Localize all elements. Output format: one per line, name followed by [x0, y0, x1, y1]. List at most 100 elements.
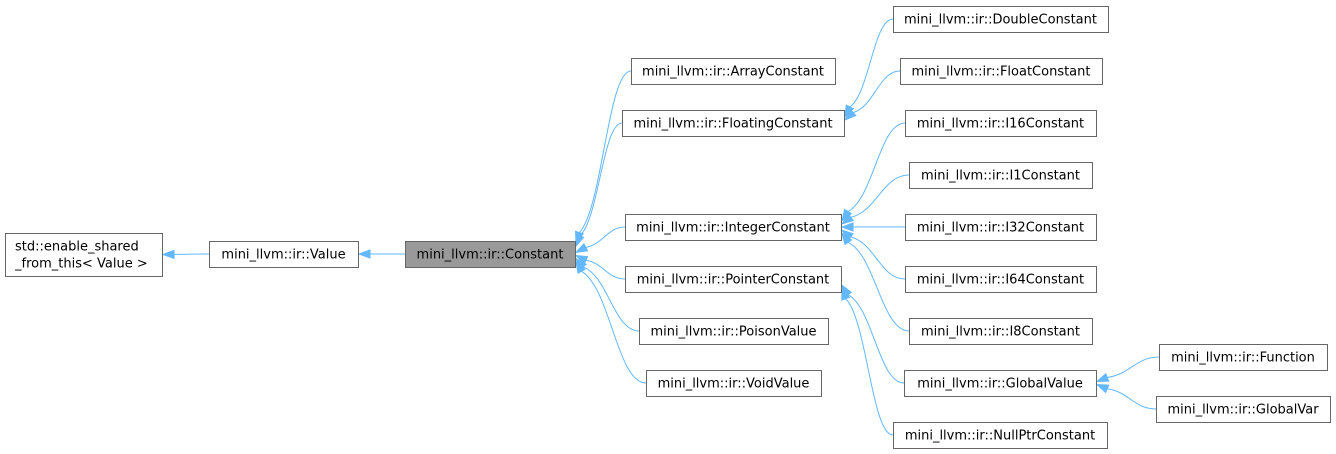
inheritance-edge-constant	[357, 249, 405, 259]
class-node-box	[909, 162, 1093, 189]
class-node-i1-constant[interactable]: mini_llvm::ir::I1Constant	[909, 162, 1093, 189]
arrowhead-icon	[841, 286, 851, 301]
class-node-global-var[interactable]: mini_llvm::ir::GlobalVar	[1156, 396, 1331, 423]
class-node-label: mini_llvm::ir::I1Constant	[921, 169, 1080, 184]
inheritance-edge-global-value	[841, 284, 905, 384]
inheritance-edge-void-value	[575, 260, 647, 384]
inheritance-edge-i8-constant	[841, 232, 910, 332]
class-node-label: _from_this< Value >	[14, 257, 148, 272]
class-node-null-ptr-constant[interactable]: mini_llvm::ir::NullPtrConstant	[893, 422, 1108, 449]
class-node-floating-constant[interactable]: mini_llvm::ir::FloatingConstant	[622, 110, 845, 137]
class-node-label: mini_llvm::ir::Constant	[417, 248, 564, 263]
class-node-label: mini_llvm::ir::Function	[1171, 351, 1315, 366]
class-node-label: mini_llvm::ir::I8Constant	[921, 325, 1080, 340]
inheritance-edge-float-constant	[843, 70, 901, 121]
class-node-value[interactable]: mini_llvm::ir::Value	[209, 241, 359, 268]
arrowhead-icon	[841, 232, 853, 246]
class-node-poison-value[interactable]: mini_llvm::ir::PoisonValue	[639, 318, 829, 345]
edge-line	[581, 270, 647, 384]
inheritance-edge-global-var	[1095, 384, 1157, 410]
class-node-void-value[interactable]: mini_llvm::ir::VoidValue	[646, 370, 822, 397]
edge-line	[847, 122, 906, 212]
class-node-label: mini_llvm::ir::PoisonValue	[650, 325, 816, 340]
inheritance-edge-i1-constant	[840, 174, 910, 225]
arrowhead-icon	[161, 249, 175, 260]
class-node-array-constant[interactable]: mini_llvm::ir::ArrayConstant	[631, 58, 836, 85]
arrowhead-icon	[1095, 372, 1110, 382]
inheritance-edge-floating-constant	[575, 122, 623, 248]
class-node-label: mini_llvm::ir::ArrayConstant	[642, 65, 824, 80]
edge-line	[847, 241, 910, 332]
arrowhead-icon	[1095, 384, 1110, 394]
class-node-label: mini_llvm::ir::I64Constant	[917, 273, 1084, 288]
edge-line	[1107, 388, 1157, 410]
class-node-box	[905, 110, 1097, 137]
class-node-box	[639, 318, 829, 345]
class-node-label: mini_llvm::ir::IntegerConstant	[636, 221, 830, 236]
class-node-box	[405, 241, 576, 268]
class-node-label: mini_llvm::ir::DoubleConstant	[904, 13, 1097, 28]
class-node-label: mini_llvm::ir::GlobalVar	[1167, 403, 1319, 418]
edge-line	[847, 294, 905, 384]
inheritance-edge-integer-constant	[574, 226, 626, 254]
class-node-label: mini_llvm::ir::I32Constant	[917, 221, 1084, 236]
class-node-pointer-constant[interactable]: mini_llvm::ir::PointerConstant	[625, 266, 842, 293]
class-node-box	[625, 214, 842, 241]
class-node-function[interactable]: mini_llvm::ir::Function	[1159, 344, 1328, 371]
class-node-double-constant[interactable]: mini_llvm::ir::DoubleConstant	[893, 6, 1109, 33]
arrowhead-icon	[574, 254, 589, 265]
class-node-label: mini_llvm::ir::NullPtrConstant	[905, 429, 1095, 444]
class-node-box	[1159, 344, 1328, 371]
class-node-global-value[interactable]: mini_llvm::ir::GlobalValue	[904, 370, 1097, 397]
inheritance-edge-i16-constant	[841, 122, 906, 222]
class-node-label: mini_llvm::ir::I16Constant	[917, 117, 1084, 132]
class-node-box	[900, 58, 1103, 85]
arrowhead-icon	[840, 213, 855, 225]
arrowhead-icon	[575, 260, 586, 275]
edge-line	[585, 226, 626, 248]
class-node-box	[646, 370, 822, 397]
inheritance-edge-value	[161, 249, 210, 260]
class-node-box	[905, 214, 1097, 241]
class-node-enable-shared[interactable]: std::enable_shared_from_this< Value >	[5, 233, 163, 277]
class-node-i64-constant[interactable]: mini_llvm::ir::I64Constant	[905, 266, 1097, 293]
arrowhead-icon	[574, 242, 589, 254]
class-node-box	[1156, 396, 1331, 423]
class-node-i16-constant[interactable]: mini_llvm::ir::I16Constant	[905, 110, 1097, 137]
class-node-box	[893, 422, 1108, 449]
class-node-i32-constant[interactable]: mini_llvm::ir::I32Constant	[905, 214, 1097, 241]
class-node-box	[631, 58, 836, 85]
class-node-float-constant[interactable]: mini_llvm::ir::FloatConstant	[900, 58, 1103, 85]
inheritance-edge-array-constant	[575, 70, 632, 245]
arrowhead-icon	[575, 233, 585, 248]
inheritance-edge-function	[1095, 356, 1160, 382]
inheritance-edge-double-constant	[844, 18, 894, 119]
edge-line	[583, 266, 640, 332]
inheritance-edge-i64-constant	[840, 229, 906, 280]
class-node-label: mini_llvm::ir::VoidValue	[658, 377, 810, 392]
arrowhead-icon	[843, 108, 857, 121]
class-node-constant: mini_llvm::ir::Constant	[405, 241, 576, 268]
arrowhead-icon	[357, 249, 371, 259]
edge-line	[578, 70, 632, 233]
class-node-box	[625, 266, 842, 293]
class-node-label: mini_llvm::ir::Value	[221, 248, 345, 263]
edge-line	[853, 70, 901, 114]
edges-layer	[161, 18, 1160, 436]
edge-line	[585, 259, 626, 280]
edge-line	[850, 174, 910, 218]
edge-line	[579, 122, 623, 237]
class-node-box	[209, 241, 359, 268]
class-node-i8-constant[interactable]: mini_llvm::ir::I8Constant	[909, 318, 1093, 345]
class-node-box	[905, 266, 1097, 293]
class-node-label: mini_llvm::ir::FloatConstant	[911, 65, 1090, 80]
class-node-label: mini_llvm::ir::GlobalValue	[917, 377, 1083, 392]
arrowhead-icon	[840, 222, 854, 232]
inheritance-edge-i32-constant	[840, 222, 906, 232]
class-node-integer-constant[interactable]: mini_llvm::ir::IntegerConstant	[625, 214, 842, 241]
nodes-layer: std::enable_shared_from_this< Value >min…	[5, 6, 1331, 449]
class-node-box	[622, 110, 845, 137]
inheritance-edge-null-ptr-constant	[841, 286, 894, 436]
edge-line	[1107, 356, 1160, 378]
